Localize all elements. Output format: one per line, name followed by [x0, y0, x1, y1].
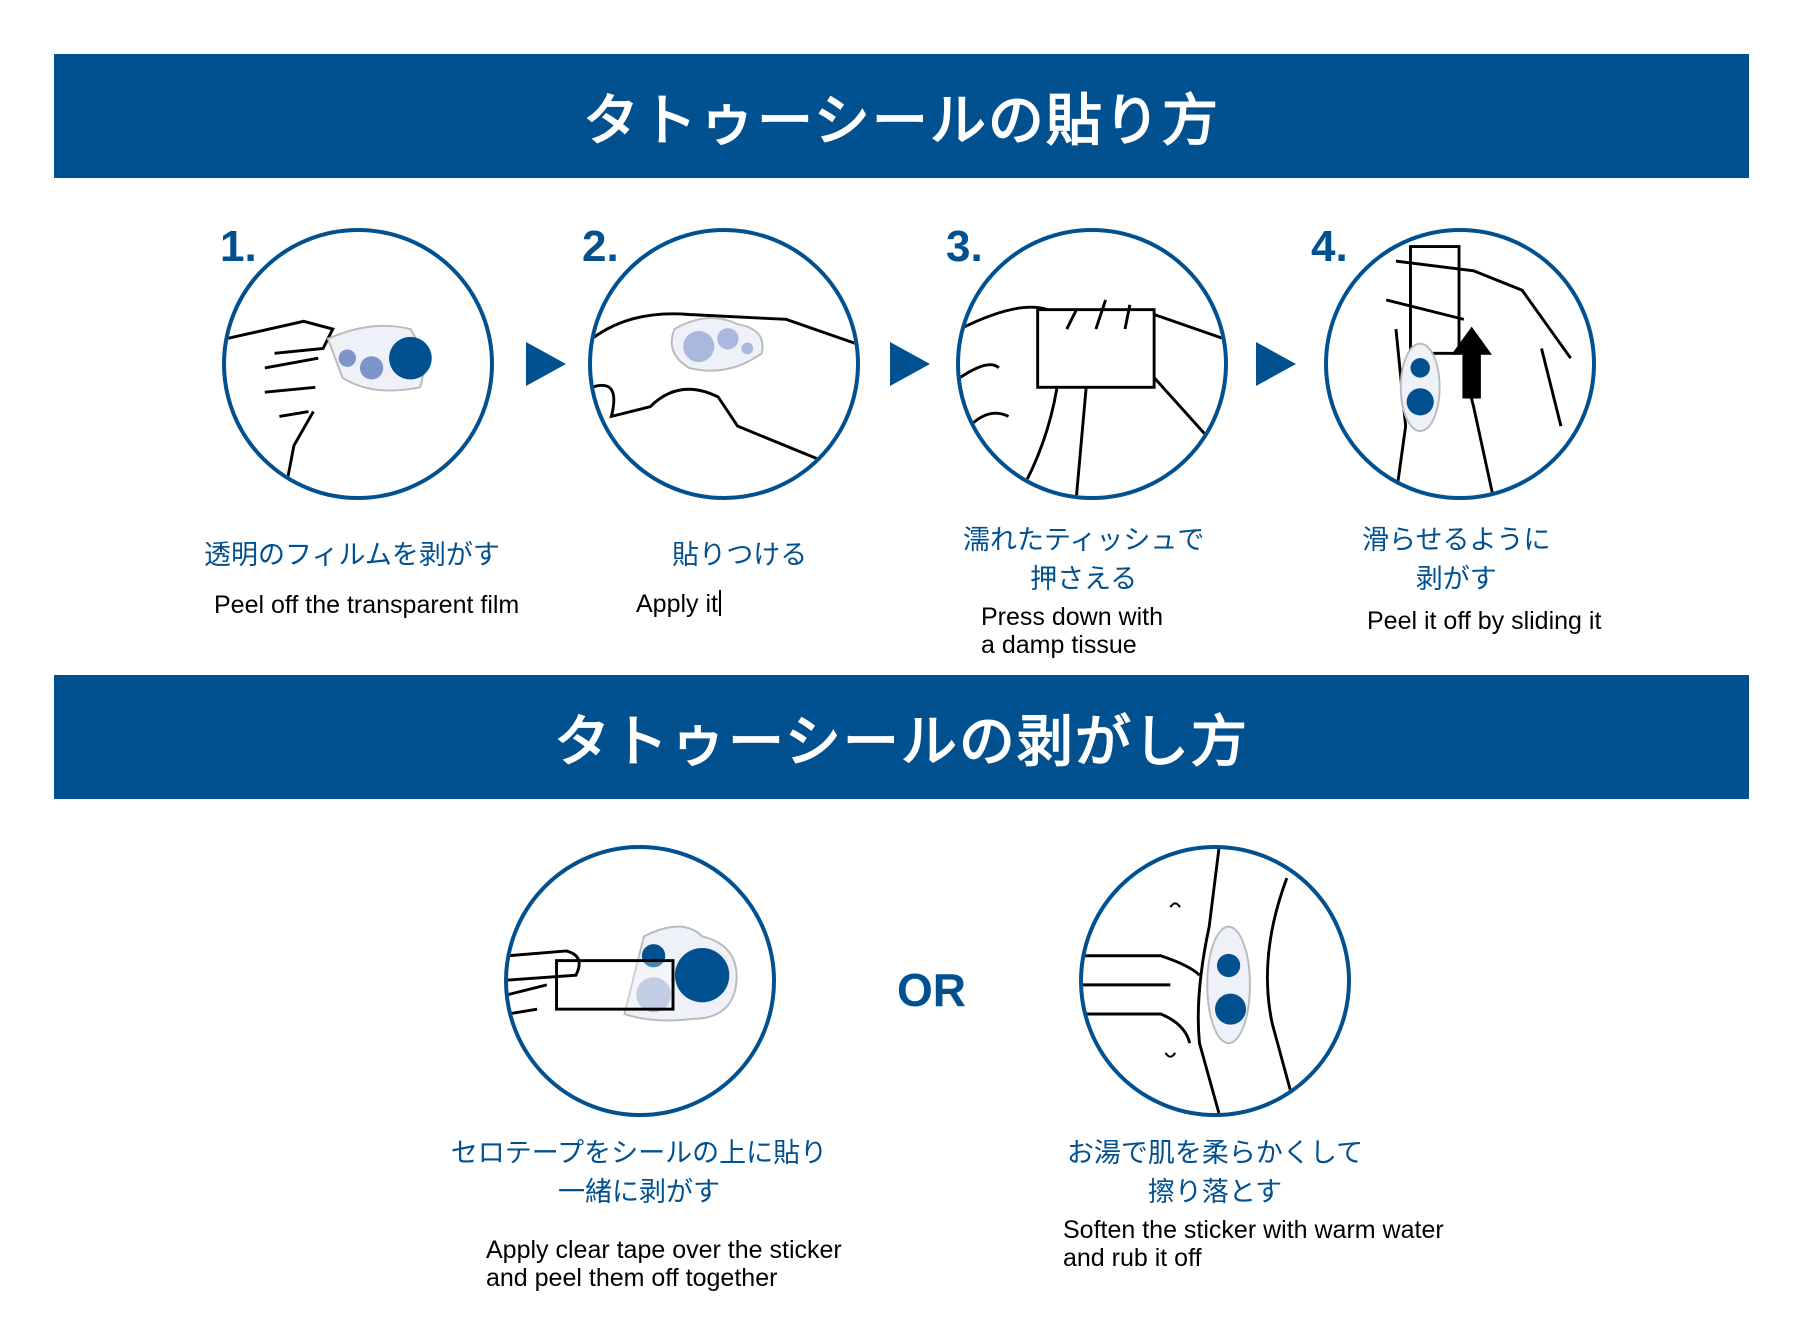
step-4-illustration — [1324, 228, 1596, 500]
warm-water-method-illustration — [1079, 845, 1351, 1117]
step-2-caption-jp: 貼りつける — [672, 536, 807, 575]
caption-en-line: Peel off the transparent film — [214, 591, 520, 619]
caption-jp-line: セロテープをシールの上に貼り — [450, 1138, 828, 1169]
tape-method-caption-jp: セロテープをシールの上に貼り一緒に剥がす — [434, 1134, 844, 1212]
step-1-caption-en: Peel off the transparent film — [214, 591, 519, 619]
step-3-illustration — [956, 228, 1228, 500]
step-1-number: 1. — [220, 222, 257, 271]
caption-en-line: Peel it off by sliding it — [1367, 607, 1602, 635]
or-separator: OR — [897, 964, 966, 1016]
step-2-caption-en: Apply it — [636, 590, 721, 618]
step-arrow-icon — [890, 342, 930, 386]
caption-en-line: and rub it off — [1063, 1244, 1202, 1272]
caption-jp-line: 滑らせるように — [1362, 525, 1551, 556]
caption-en-line: Apply it — [636, 590, 718, 618]
step-4-caption-en: Peel it off by sliding it — [1367, 607, 1601, 635]
apply-section-title: タトゥーシールの貼り方 — [583, 88, 1220, 154]
step-3-caption-jp: 濡れたティッシュで押さえる — [963, 521, 1204, 599]
remove-section-banner: タトゥーシールの剥がし方 — [54, 675, 1749, 799]
step-2-illustration — [588, 228, 860, 500]
caption-en-line: and peel them off together — [486, 1264, 778, 1292]
caption-jp-line: 擦り落とす — [1147, 1177, 1283, 1208]
caption-en-line: a damp tissue — [981, 631, 1137, 659]
step-arrow-icon — [1256, 342, 1296, 386]
caption-en-line: Press down with — [981, 603, 1164, 631]
caption-jp-line: 一緒に剥がす — [558, 1177, 720, 1208]
step-2-number: 2. — [582, 222, 619, 271]
remove-section-title: タトゥーシールの剥がし方 — [554, 709, 1249, 775]
caption-jp-line: 透明のフィルムを剥がす — [204, 540, 500, 571]
caption-jp-line: 貼りつける — [672, 540, 808, 571]
step-1-illustration — [222, 228, 494, 500]
tape-method-illustration — [504, 845, 776, 1117]
text-caret — [718, 590, 721, 616]
step-3-number: 3. — [946, 222, 983, 271]
caption-jp-line: 押さえる — [1030, 564, 1138, 595]
caption-en-line: Soften the sticker with warm water — [1063, 1216, 1444, 1244]
step-arrow-icon — [526, 342, 566, 386]
warm-water-method-caption-jp: お湯で肌を柔らかくして擦り落とす — [1055, 1134, 1375, 1212]
apply-section-banner: タトゥーシールの貼り方 — [54, 54, 1749, 178]
caption-en-line: Apply clear tape over the sticker — [486, 1236, 842, 1264]
step-1-caption-jp: 透明のフィルムを剥がす — [204, 536, 500, 575]
caption-jp-line: 剥がす — [1415, 564, 1497, 595]
step-4-number: 4. — [1311, 222, 1348, 271]
step-4-caption-jp: 滑らせるように剥がす — [1362, 521, 1550, 599]
caption-jp-line: 濡れたティッシュで — [963, 525, 1205, 556]
caption-jp-line: お湯で肌を柔らかくして — [1066, 1138, 1364, 1169]
